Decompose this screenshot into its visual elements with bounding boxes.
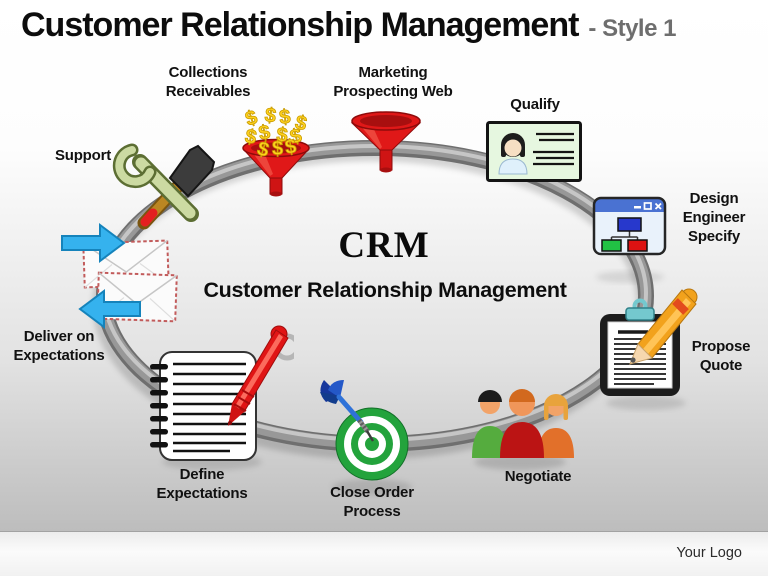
crm-acronym: CRM <box>338 225 430 266</box>
your-logo-text: Your Logo <box>676 545 742 561</box>
stage-label-deliver: Deliver on Expectations <box>13 328 105 364</box>
svg-text:$: $ <box>284 136 298 159</box>
title-text: Customer Relationship Management <box>21 6 579 44</box>
stage-label-negotiate: Negotiate <box>504 468 572 485</box>
app-window-flowchart-icon <box>592 196 667 256</box>
notepad-pen-icon <box>150 325 294 461</box>
stage-label-collections: Collections Receivables <box>165 64 251 100</box>
stage-label-support: Support <box>54 147 112 164</box>
logo-strip: Your Logo <box>0 532 768 576</box>
svg-text:$: $ <box>243 125 258 149</box>
id-card-icon <box>486 121 582 182</box>
svg-text:$: $ <box>272 138 283 160</box>
funnel-icon <box>350 111 422 173</box>
people-group-icon <box>472 389 574 458</box>
svg-text:$: $ <box>276 124 289 147</box>
stage-label-design: Design Engineer Specify <box>682 190 746 245</box>
stage-label-close: Close Order Process <box>330 484 414 520</box>
svg-text:$: $ <box>257 121 272 145</box>
stage-label-qualify: Qualify <box>510 96 560 113</box>
title-style-suffix: - Style 1 <box>588 15 676 42</box>
stage-label-propose: Propose Quote <box>691 338 751 374</box>
crm-subtitle: Customer Relationship Management <box>203 278 567 302</box>
tools-icon <box>112 143 216 230</box>
envelopes-arrows-icon <box>61 223 178 329</box>
stage-label-marketing: Marketing Prospecting Web <box>333 64 453 100</box>
target-dart-icon <box>320 380 409 481</box>
slide-title: Customer Relationship Management - Style … <box>21 6 676 45</box>
stage-label-define: Define Expectations <box>156 466 248 502</box>
funnel-money-icon: $ $ $ $ $ $ $ $ $ $ $ <box>242 104 310 197</box>
svg-text:$: $ <box>263 104 277 127</box>
svg-text:$: $ <box>278 106 291 129</box>
clipboard-pencil-icon <box>600 288 698 396</box>
